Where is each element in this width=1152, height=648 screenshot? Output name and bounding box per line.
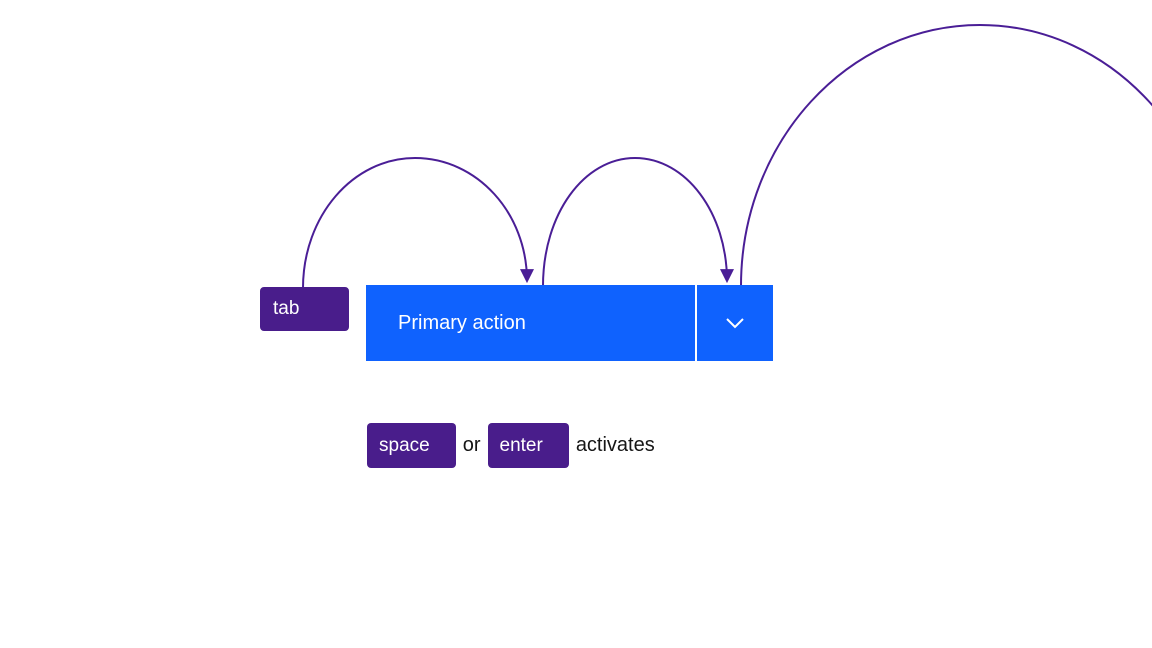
button-divider (695, 285, 697, 361)
tab-key-label: tab (273, 298, 300, 319)
enter-key-badge: enter (487, 423, 569, 468)
enter-key-label: enter (499, 434, 543, 456)
chevron-down-icon (726, 318, 744, 329)
tab-arc-badge-to-primary (302, 156, 534, 289)
combo-button: Primary action (366, 285, 773, 361)
primary-action-button[interactable]: Primary action (366, 285, 695, 361)
tab-arc-chevron-to-offscreen (740, 23, 1152, 287)
tab-arc-primary-to-chevron (542, 156, 734, 287)
space-key-label: space (379, 434, 430, 456)
dropdown-toggle-button[interactable] (697, 285, 773, 361)
space-key-badge: space (367, 423, 456, 468)
tab-key-badge: tab (260, 287, 349, 331)
activates-text: activates (575, 434, 655, 456)
or-text: or (462, 434, 481, 456)
activation-caption: space or enter activates (367, 423, 655, 468)
